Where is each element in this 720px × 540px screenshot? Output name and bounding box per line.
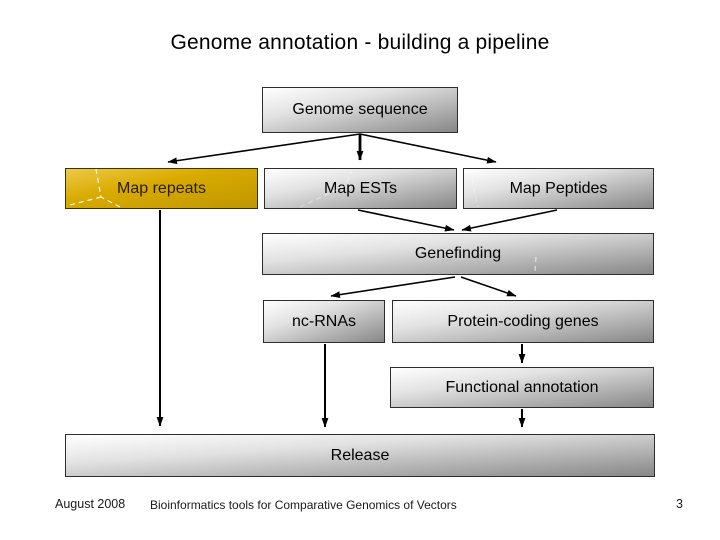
node-genefinding: Genefinding	[262, 233, 654, 275]
edge-genome-sequence-to-map-peptides	[359, 133, 497, 164]
node-genome-sequence-label: Genome sequence	[292, 101, 428, 118]
node-map-ests: Map ESTs	[264, 168, 457, 209]
node-map-peptides: Map Peptides	[463, 168, 654, 209]
footer-presentation-title: Bioinformatics tools for Comparative Gen…	[150, 498, 457, 512]
node-protein-coding-genes: Protein-coding genes	[392, 300, 654, 343]
node-protein-coding-genes-label: Protein-coding genes	[447, 312, 599, 330]
edge-genome-sequence-to-map-repeats	[167, 133, 361, 165]
slide-title: Genome annotation - building a pipeline	[170, 31, 550, 54]
node-nc-rnas-label: nc-RNAs	[291, 312, 356, 330]
node-genome-sequence: Genome sequence	[262, 87, 458, 133]
node-map-peptides-label: Map Peptides	[509, 179, 608, 197]
node-release-label: Release	[330, 446, 390, 464]
node-genefinding-label: Genefinding	[414, 245, 502, 262]
footer-page-number: 3	[676, 497, 683, 511]
edge-map-peptides-to-genefinding	[461, 209, 558, 232]
node-nc-rnas: nc-RNAs	[263, 300, 385, 343]
edge-map-ests-to-genefinding	[357, 209, 455, 232]
edge-genefinding-to-nc-rnas	[330, 276, 456, 298]
node-map-repeats: Map repeats	[65, 168, 258, 209]
node-functional-annotation-label: Functional annotation	[445, 378, 599, 396]
node-release: Release	[65, 434, 655, 477]
edge-genefinding-to-protein-coding-genes	[460, 276, 517, 297]
node-map-repeats-label: Map repeats	[117, 179, 206, 197]
footer-date: August 2008	[55, 497, 126, 511]
node-functional-annotation: Functional annotation	[390, 367, 654, 408]
node-map-ests-label: Map ESTs	[324, 179, 397, 197]
